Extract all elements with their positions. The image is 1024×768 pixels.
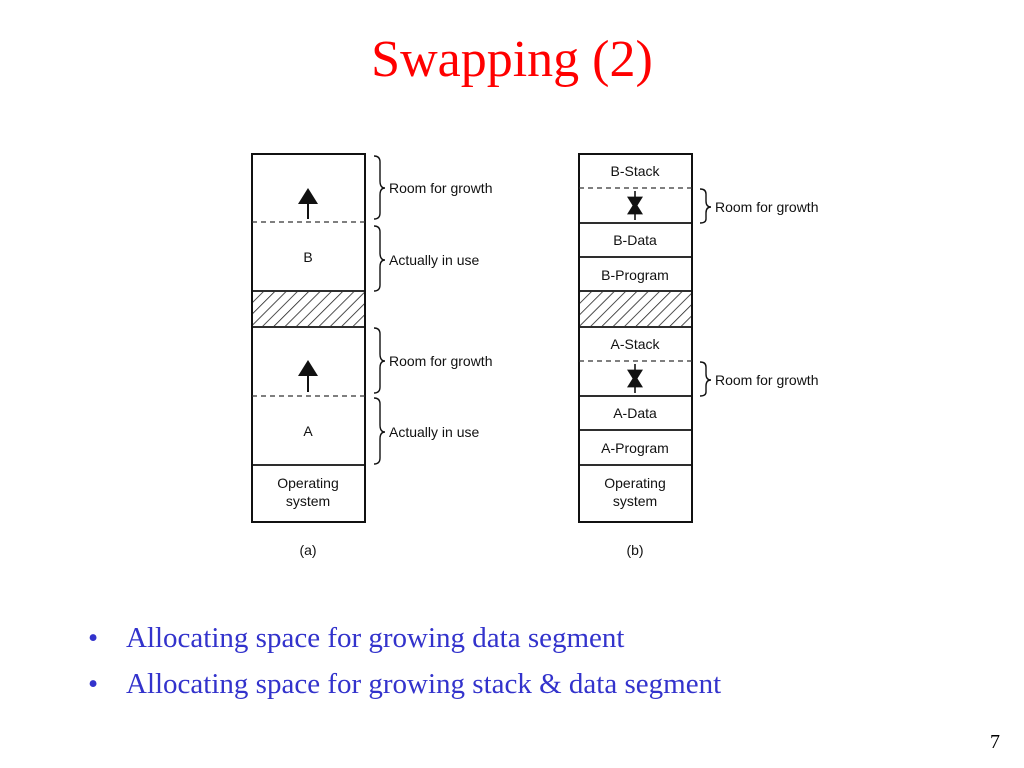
brace-icon <box>373 397 386 465</box>
annotation-room-a: Room for growth <box>715 372 818 388</box>
page-number: 7 <box>990 731 1000 753</box>
annotation-room-b: Room for growth <box>389 180 492 196</box>
bullet-list: Allocating space for growing data segmen… <box>88 618 721 710</box>
annotation-room-a: Room for growth <box>389 353 492 369</box>
diagram-b: B-Stack B-Data B-Program A-Stack A-Data … <box>578 153 818 558</box>
os-label-line2: system <box>286 493 330 509</box>
annotation-use-a: Actually in use <box>389 424 479 440</box>
segment-b-program-label: B-Program <box>601 267 669 283</box>
diagram-a: B A Operating system Room for growth Act… <box>251 153 492 558</box>
slide-title: Swapping (2) <box>371 31 653 88</box>
segment-a-label: A <box>303 423 313 439</box>
bullet-item: Allocating space for growing data segmen… <box>88 618 721 664</box>
brace-icon <box>699 188 712 224</box>
unused-memory-hatch <box>580 292 691 326</box>
caption-a: (a) <box>299 542 316 558</box>
os-label-line1: Operating <box>277 475 338 491</box>
segment-a-program-label: A-Program <box>601 440 669 456</box>
os-label-line1: Operating <box>604 475 665 491</box>
annotation-room-b: Room for growth <box>715 199 818 215</box>
memory-layout-diagram: B A Operating system Room for growth Act… <box>251 153 818 558</box>
segment-b-label: B <box>303 249 312 265</box>
brace-icon <box>699 361 712 397</box>
brace-icon <box>373 225 386 292</box>
os-label-line2: system <box>613 493 657 509</box>
unused-memory-hatch <box>253 292 364 326</box>
brace-icon <box>373 155 386 220</box>
segment-b-stack-label: B-Stack <box>610 163 660 179</box>
annotation-use-b: Actually in use <box>389 252 479 268</box>
caption-b: (b) <box>626 542 643 558</box>
brace-icon <box>373 327 386 394</box>
segment-b-data-label: B-Data <box>613 232 657 248</box>
segment-a-data-label: A-Data <box>613 405 657 421</box>
segment-a-stack-label: A-Stack <box>610 336 660 352</box>
bullet-item: Allocating space for growing stack & dat… <box>88 664 721 710</box>
